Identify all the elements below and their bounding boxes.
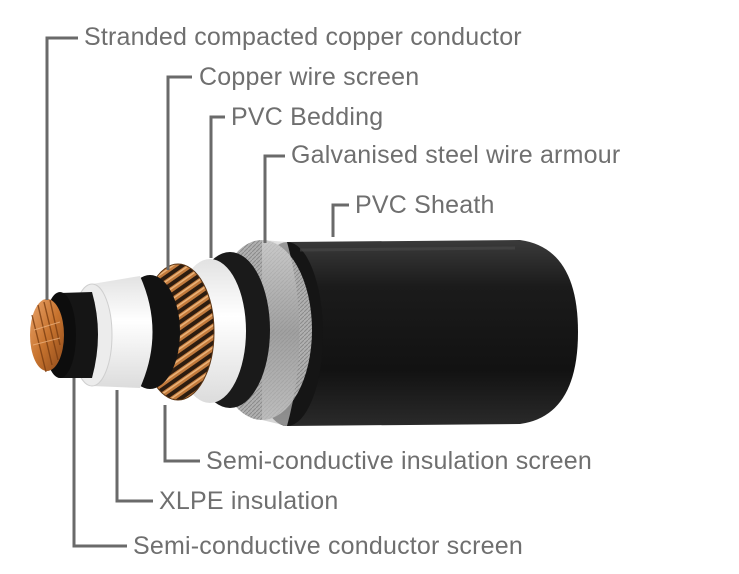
- leader-sheath: [331, 203, 349, 237]
- label-semi-conductive-insulation-screen: Semi-conductive insulation screen: [206, 447, 592, 475]
- label-pvc-sheath: PVC Sheath: [355, 191, 495, 219]
- leader-bedding: [209, 115, 225, 258]
- label-steel-wire-armour: Galvanised steel wire armour: [291, 141, 621, 169]
- leader-insulation: [115, 390, 153, 503]
- label-pvc-bedding: PVC Bedding: [231, 103, 384, 131]
- leader-armour: [263, 154, 285, 243]
- label-xlpe-insulation: XLPE insulation: [159, 487, 339, 515]
- leader-conductor-screen: [72, 378, 127, 548]
- label-copper-wire-screen: Copper wire screen: [199, 63, 420, 91]
- leader-insulation-screen: [163, 405, 200, 463]
- label-stranded-copper-conductor: Stranded compacted copper conductor: [84, 23, 522, 51]
- copper-conductor: [30, 299, 64, 373]
- leader-copper-screen: [166, 75, 192, 270]
- label-semi-conductive-conductor-screen: Semi-conductive conductor screen: [133, 532, 523, 560]
- leader-conductor: [45, 36, 78, 300]
- leader-lines: [45, 36, 349, 548]
